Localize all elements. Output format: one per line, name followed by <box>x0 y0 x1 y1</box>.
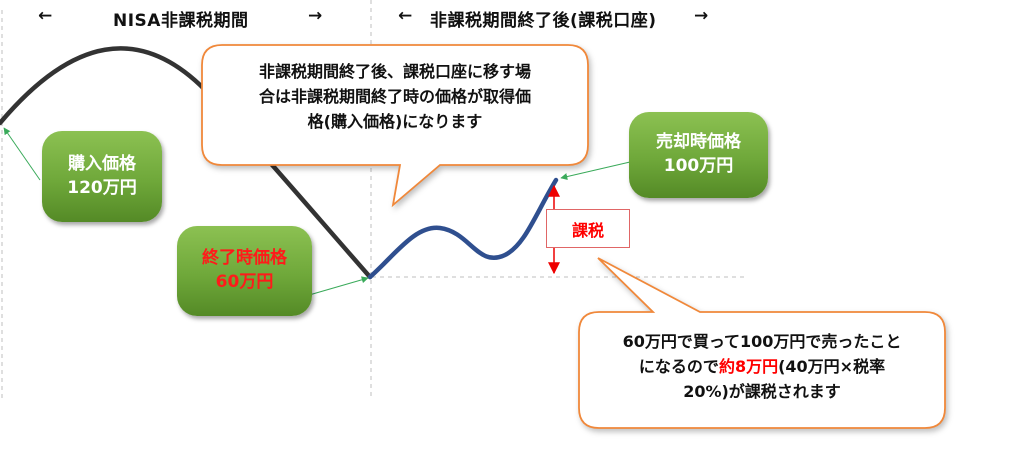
purchase-price-value: 120万円 <box>67 177 137 198</box>
sale-price-value: 100万円 <box>663 156 734 176</box>
bottom-callout-line-2-post: (40万円×税率 <box>778 356 886 376</box>
taxable-period-title: 非課税期間終了後(課税口座) <box>430 11 657 31</box>
tax-amount-highlight: 約8万円 <box>718 356 779 376</box>
nisa-arrow-right: → <box>308 6 323 26</box>
top-callout-bubble <box>201 44 589 208</box>
top-callout-line-2: 合は非課税期間終了時の価格が取得価 <box>258 86 531 106</box>
purchase-pointer <box>3 127 41 181</box>
top-callout-line-1: 非課税期間終了後、課税口座に移す場 <box>258 62 531 81</box>
top-callout-text: 非課税期間終了後、課税口座に移す場 合は非課税期間終了時の価格が取得価 格(購入… <box>206 60 584 134</box>
bottom-callout-line-2-pre: になるので <box>638 356 719 376</box>
purchase-price-title: 購入価格 <box>68 153 136 174</box>
end-price-label: 終了時価格 60万円 <box>177 226 312 316</box>
taxable-arrow-right: → <box>694 6 709 26</box>
bottom-callout-line-2: になるので約8万円(40万円×税率 <box>583 355 941 380</box>
purchase-price-label: 購入価格 120万円 <box>42 131 162 222</box>
tax-label: 課税 <box>546 209 630 248</box>
end-price-title: 終了時価格 <box>202 248 287 269</box>
end-price-value: 60万円 <box>215 272 274 292</box>
bottom-callout-text: 60万円で買って100万円で売ったこと になるので約8万円(40万円×税率 20… <box>583 330 941 404</box>
nisa-arrow-left: ← <box>38 6 53 26</box>
nisa-period-title: NISA非課税期間 <box>113 11 249 31</box>
taxable-arrow-left: ← <box>398 6 413 26</box>
bottom-callout-line-1: 60万円で買って100万円で売ったこと <box>622 332 902 351</box>
sale-price-title: 売却時価格 <box>656 132 741 153</box>
sale-price-label: 売却時価格 100万円 <box>629 112 768 198</box>
top-callout-line-3: 格(購入価格)になります <box>307 111 483 131</box>
bottom-callout-line-3: 20%)が課税されます <box>683 381 841 401</box>
sale-pointer <box>560 161 631 180</box>
bottom-callout-bubble <box>578 257 946 429</box>
taxable-price-curve <box>367 177 559 280</box>
